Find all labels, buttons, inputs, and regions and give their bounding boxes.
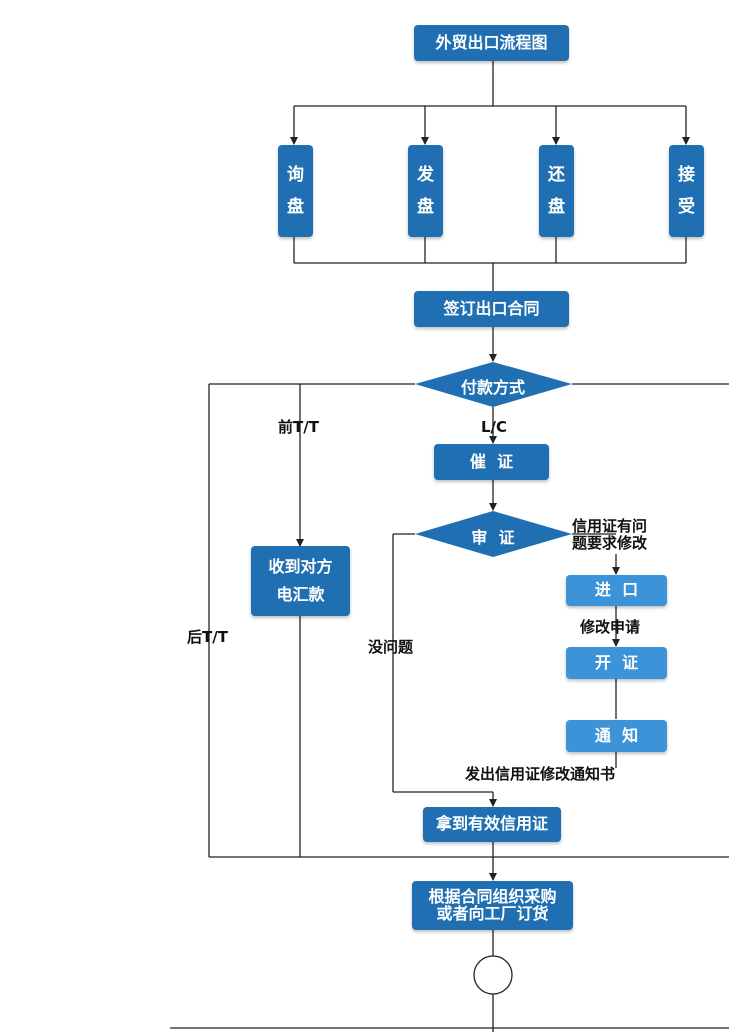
step-counter-offer-char-1: 还 — [548, 164, 565, 185]
open-lc-box: 开 证 — [566, 647, 667, 679]
notify-label: 通 知 — [594, 725, 639, 745]
open-lc-label: 开 证 — [594, 652, 639, 672]
label-no-problem: 没问题 — [368, 638, 414, 656]
urge-lc-label: 催 证 — [469, 451, 514, 471]
label-lc: L/C — [481, 418, 508, 436]
valid-lc-box: 拿到有效信用证 — [423, 807, 561, 842]
review-lc-label: 审 证 — [471, 528, 515, 547]
receive-tt-box: 收到对方 电汇款 — [251, 546, 350, 616]
valid-lc-label: 拿到有效信用证 — [435, 814, 548, 834]
receive-tt-label: 收到对方 电汇款 — [268, 557, 333, 604]
step-inquiry-char-2: 盘 — [287, 197, 304, 217]
payment-method-diamond — [415, 362, 572, 407]
label-issue-amend-notice: 发出信用证修改通知书 — [465, 765, 616, 783]
step-inquiry: 询 盘 — [278, 145, 313, 237]
step-acceptance-char-2: 受 — [678, 197, 695, 217]
step-offer-char-2: 盘 — [417, 197, 434, 217]
purchase-label: 根据合同组织采购 或者向工厂订货 — [428, 886, 557, 923]
step-counter-offer: 还 盘 — [539, 145, 574, 237]
connector-circle — [473, 955, 513, 995]
payment-method-label: 付款方式 — [460, 378, 525, 397]
flowchart-title: 外贸出口流程图 — [435, 32, 548, 52]
urge-lc-box: 催 证 — [434, 444, 549, 480]
sign-contract-box: 签订出口合同 — [414, 291, 569, 327]
step-offer: 发 盘 — [408, 145, 443, 237]
step-counter-offer-char-2: 盘 — [548, 197, 565, 217]
label-prepaid-tt: 前T/T — [278, 418, 319, 436]
importer-box: 进 口 — [566, 575, 667, 606]
label-later-tt: 后T/T — [187, 628, 228, 646]
title-box: 外贸出口流程图 — [414, 25, 569, 61]
label-amend-request: 修改申请 — [580, 618, 641, 636]
step-acceptance: 接 受 — [669, 145, 704, 237]
step-offer-char-1: 发 — [417, 164, 434, 185]
sign-contract-label: 签订出口合同 — [443, 298, 540, 318]
label-lc-problem: 信用证有问 题要求修改 — [572, 517, 648, 552]
review-lc-diamond — [415, 511, 572, 557]
notify-box: 通 知 — [566, 720, 667, 752]
importer-label: 进 口 — [594, 580, 639, 600]
step-acceptance-char-1: 接 — [678, 164, 695, 185]
step-inquiry-char-1: 询 — [287, 164, 304, 185]
purchase-box: 根据合同组织采购 或者向工厂订货 — [412, 881, 573, 930]
